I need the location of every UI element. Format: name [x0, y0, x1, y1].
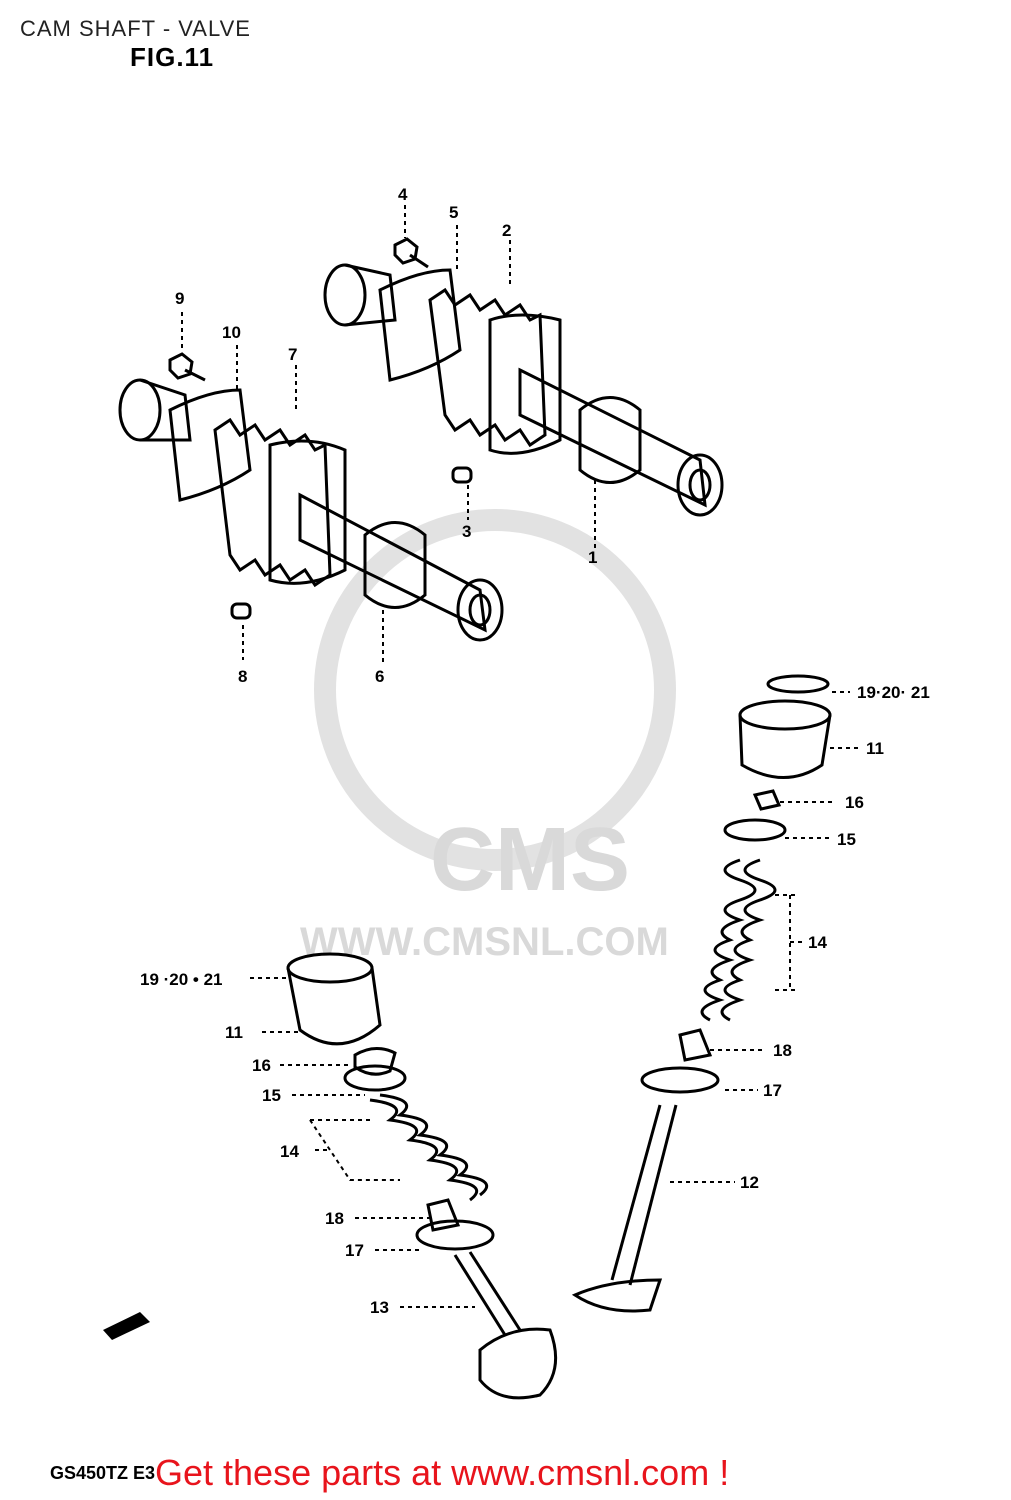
callout-19-20-21-right: 19·20· 21 — [857, 683, 930, 702]
valve-spring-right — [700, 858, 777, 1022]
front-marker-icon — [103, 1312, 150, 1340]
callout-18-right: 18 — [773, 1041, 792, 1060]
retainer-right — [723, 818, 787, 842]
callout-2: 2 — [502, 221, 511, 240]
callout-14-right: 14 — [808, 933, 827, 952]
callout-15-right: 15 — [837, 830, 856, 849]
bolt-9 — [168, 352, 206, 382]
callout-8: 8 — [238, 667, 247, 686]
page-title: CAM SHAFT - VALVE — [20, 16, 251, 41]
figure-number: FIG.11 — [130, 42, 215, 72]
model-code: GS450TZ E3 — [50, 1463, 156, 1483]
retainer-left — [343, 1064, 407, 1092]
valve-13 — [453, 1251, 558, 1400]
spring-seat-left — [415, 1219, 495, 1251]
callout-6: 6 — [375, 667, 384, 686]
callout-15-left: 15 — [262, 1086, 281, 1105]
valve-12 — [571, 1104, 678, 1313]
spring-seat-right — [640, 1066, 720, 1094]
callout-1: 1 — [588, 548, 597, 567]
stem-seal-left — [426, 1198, 461, 1232]
bolt-4 — [393, 237, 429, 269]
camshaft-1 — [323, 263, 724, 517]
camshaft-6 — [118, 378, 504, 642]
callout-7: 7 — [288, 345, 297, 364]
cotter-right — [752, 789, 782, 811]
dowel-pin-3 — [451, 466, 473, 484]
callout-11-left: 11 — [225, 1023, 243, 1042]
cotter-left — [353, 1047, 397, 1076]
callout-19-20-21-left: 19 ·20 • 21 — [140, 970, 223, 989]
callout-10: 10 — [222, 323, 241, 342]
callout-3: 3 — [462, 522, 471, 541]
tappet-right — [738, 699, 832, 779]
callout-4: 4 — [398, 185, 408, 204]
callout-13: 13 — [370, 1298, 389, 1317]
callout-5: 5 — [449, 203, 458, 222]
callout-16-left: 16 — [252, 1056, 271, 1075]
callout-14-left: 14 — [280, 1142, 299, 1161]
promo-link[interactable]: Get these parts at www.cmsnl.com ! — [155, 1452, 730, 1493]
cms-watermark: CMS WWW.CMSNL.COM — [300, 509, 676, 964]
tappet-left — [286, 952, 382, 1046]
leader-lines — [181, 205, 858, 1308]
callout-9: 9 — [175, 289, 184, 308]
watermark-logo-text: CMS — [430, 810, 630, 910]
shim-right — [766, 674, 830, 694]
stem-seal-right — [678, 1028, 713, 1062]
valve-assembly-left — [286, 952, 558, 1400]
callout-12: 12 — [740, 1173, 759, 1192]
callout-18-left: 18 — [325, 1209, 344, 1228]
callout-11-right: 11 — [866, 739, 884, 758]
callout-17-right: 17 — [763, 1081, 782, 1100]
dowel-pin-8 — [230, 602, 252, 620]
callout-17-left: 17 — [345, 1241, 364, 1260]
callout-16-right: 16 — [845, 793, 864, 812]
valve-assembly-right — [571, 674, 832, 1313]
watermark-url-text: WWW.CMSNL.COM — [300, 920, 669, 964]
valve-spring-left — [369, 1093, 489, 1202]
